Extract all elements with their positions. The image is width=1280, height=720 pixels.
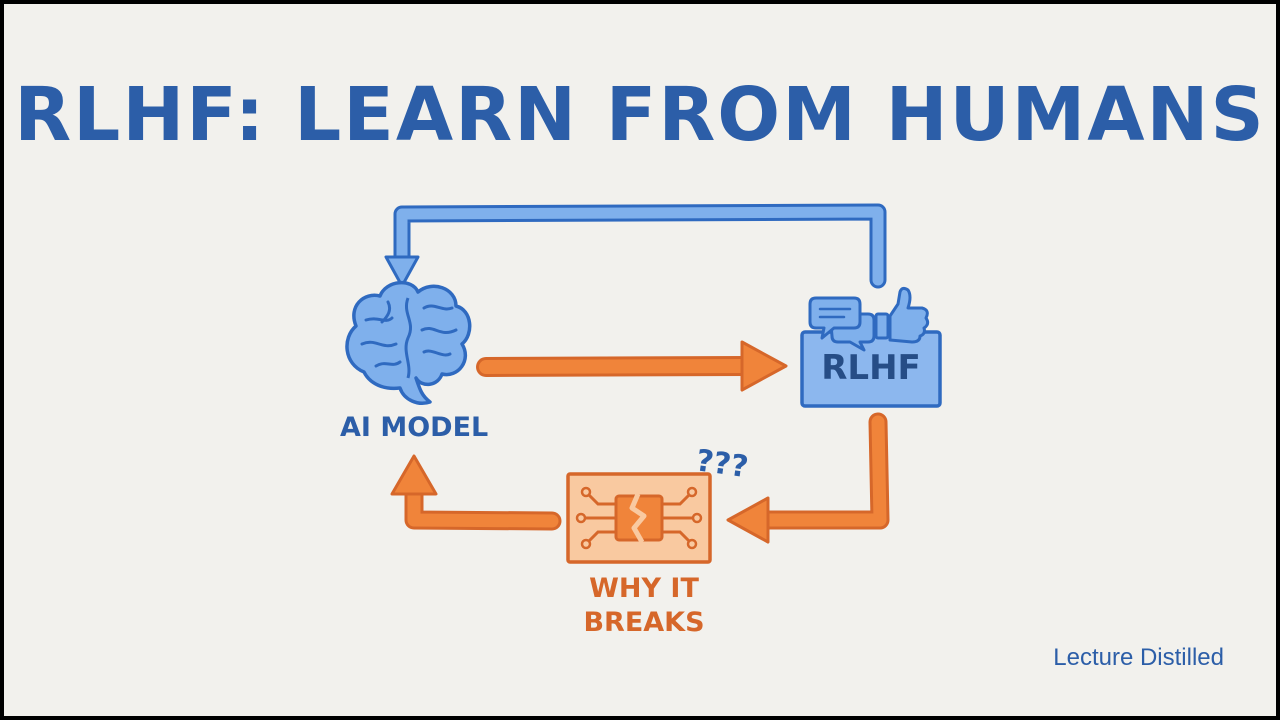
rlhf-to-breaks-arrow xyxy=(726,412,890,544)
feedback-arrow xyxy=(384,203,887,289)
model-to-rlhf-arrow xyxy=(476,340,788,392)
slide: RLHF: LEARN FROM HUMANS xyxy=(4,4,1276,716)
why-it-breaks-label: WHY IT BREAKS xyxy=(564,572,724,640)
broken-chip-icon xyxy=(575,486,703,550)
why-it-breaks-line2: BREAKS xyxy=(583,607,705,638)
ai-model-label: AI MODEL xyxy=(340,412,489,443)
rlhf-label: RLHF xyxy=(821,348,921,388)
branding-text: Lecture Distilled xyxy=(1053,644,1224,671)
breaks-to-model-arrow xyxy=(390,454,562,531)
question-marks-icon: ??? xyxy=(694,443,751,485)
brain-icon xyxy=(345,281,472,405)
rlhf-loop-diagram: ??? xyxy=(345,203,942,564)
slide-title: RLHF: LEARN FROM HUMANS xyxy=(14,72,1266,158)
why-it-breaks-line1: WHY IT xyxy=(589,573,699,604)
chat-bubbles-icon xyxy=(808,296,876,352)
thumbs-up-icon xyxy=(874,286,930,344)
